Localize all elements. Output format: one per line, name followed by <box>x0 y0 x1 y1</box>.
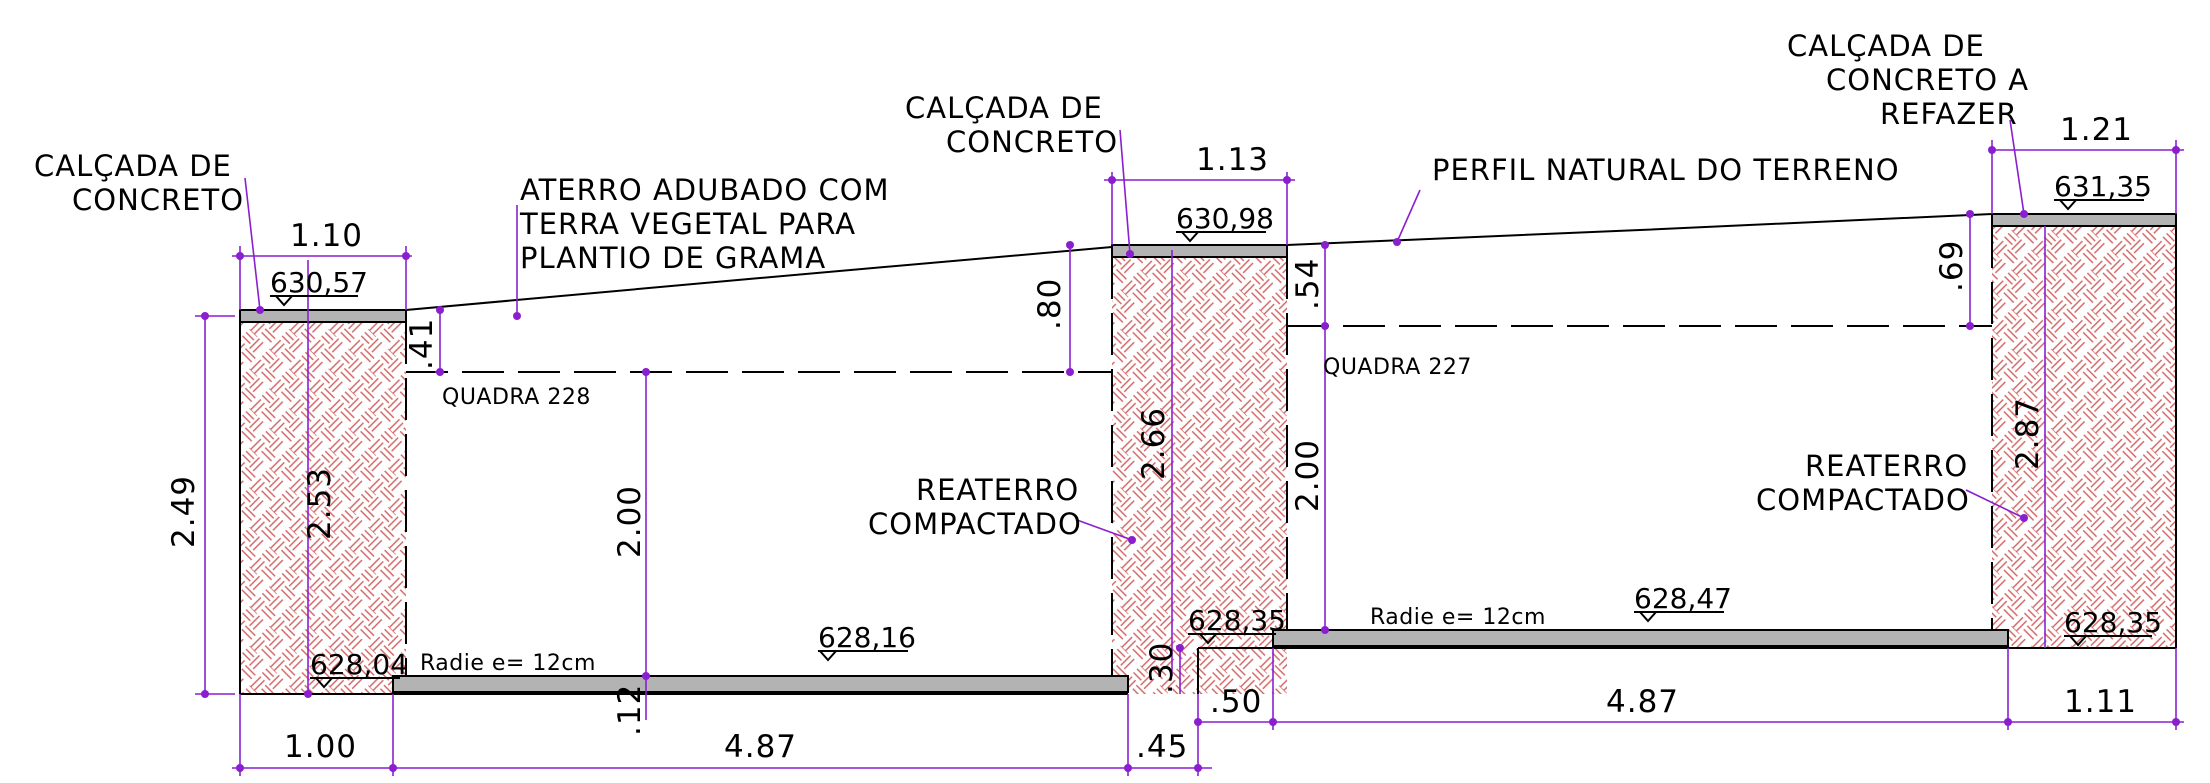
dim-left-total-height: 2.49 <box>166 475 202 548</box>
dim-bottom-left-1: 1.00 <box>284 729 357 765</box>
dim-bottom-left-2: 4.87 <box>724 729 797 765</box>
dimension-lines <box>195 119 2184 776</box>
elevation-e2: 630,98 <box>1176 202 1274 235</box>
dimension-dots <box>201 146 2180 772</box>
dim-mid-step-right: .54 <box>1290 258 1326 310</box>
sidewalk-mid <box>1111 244 1288 258</box>
label-aterro-2: TERRA VEGETAL PARA <box>519 207 856 241</box>
dim-slab-mid: .30 <box>1144 642 1180 694</box>
dim-top-mid-width: 1.13 <box>1196 142 1269 178</box>
label-quadra-228: QUADRA 228 <box>442 385 591 410</box>
elevation-e4: 628,04 <box>310 648 408 681</box>
dim-left-inner-height: 2.53 <box>302 467 338 540</box>
dim-slab-left: .12 <box>612 684 648 736</box>
hatch-right-fill <box>1992 226 2176 648</box>
terrain-profile-line <box>405 246 1113 311</box>
dim-left-step: .41 <box>404 318 440 370</box>
label-reaterro-mid-2: COMPACTADO <box>868 507 1082 541</box>
label-calcada-right-3: REFAZER <box>1880 97 2018 131</box>
raft-slab-left <box>392 675 1129 693</box>
dim-mid-wall-height: 2.66 <box>1136 407 1172 480</box>
elevation-e5: 628,16 <box>818 621 916 654</box>
label-calcada-mid-2: CONCRETO <box>946 125 1118 159</box>
dim-mid-height-b: 2.00 <box>1290 439 1326 512</box>
hatch-left-fill <box>240 322 406 694</box>
hatch-mid-fill <box>1112 257 1287 694</box>
dim-bottom-right-1: .50 <box>1210 684 1262 720</box>
sidewalk-right <box>1991 213 2177 227</box>
label-quadra-227: QUADRA 227 <box>1323 355 1472 380</box>
dim-mid-step: .80 <box>1032 278 1068 330</box>
sidewalk-left <box>239 309 407 323</box>
elevation-e6: 628,35 <box>1188 604 1286 637</box>
label-calcada-left-2: CONCRETO <box>72 183 244 217</box>
label-perfil: PERFIL NATURAL DO TERRENO <box>1432 153 1900 187</box>
dim-bottom-right-3: 1.11 <box>2064 684 2137 720</box>
dim-top-right-width: 1.21 <box>2060 112 2133 148</box>
terrain-profile-line-right <box>1286 213 1993 246</box>
elevation-e3: 631,35 <box>2054 170 2152 203</box>
dim-top-left-width: 1.10 <box>290 218 363 254</box>
label-radie-right: Radie e= 12cm <box>1370 605 1546 630</box>
label-calcada-mid-1: CALÇADA DE <box>905 91 1103 125</box>
label-reaterro-right-1: REATERRO <box>1805 449 1968 483</box>
dim-bottom-left-3: .45 <box>1136 729 1188 765</box>
label-calcada-right-2: CONCRETO A <box>1826 63 2029 97</box>
elevation-e1: 630,57 <box>270 266 368 299</box>
dim-right-step: .69 <box>1934 240 1970 292</box>
elevation-e8: 628,35 <box>2064 606 2162 639</box>
label-radie-left: Radie e= 12cm <box>420 651 596 676</box>
dim-mid-height-a: 2.00 <box>612 485 648 558</box>
label-aterro-1: ATERRO ADUBADO COM <box>520 173 890 207</box>
label-reaterro-right-2: COMPACTADO <box>1756 483 1970 517</box>
dim-right-wall-height: 2.87 <box>2010 397 2046 470</box>
label-reaterro-mid-1: REATERRO <box>916 473 1079 507</box>
label-calcada-left-1: CALÇADA DE <box>34 149 232 183</box>
raft-slab-right <box>1272 629 2009 647</box>
label-calcada-right-1: CALÇADA DE <box>1787 29 1985 63</box>
elevation-e7: 628,47 <box>1634 582 1732 615</box>
dim-bottom-right-2: 4.87 <box>1606 684 1679 720</box>
label-aterro-3: PLANTIO DE GRAMA <box>520 241 826 275</box>
